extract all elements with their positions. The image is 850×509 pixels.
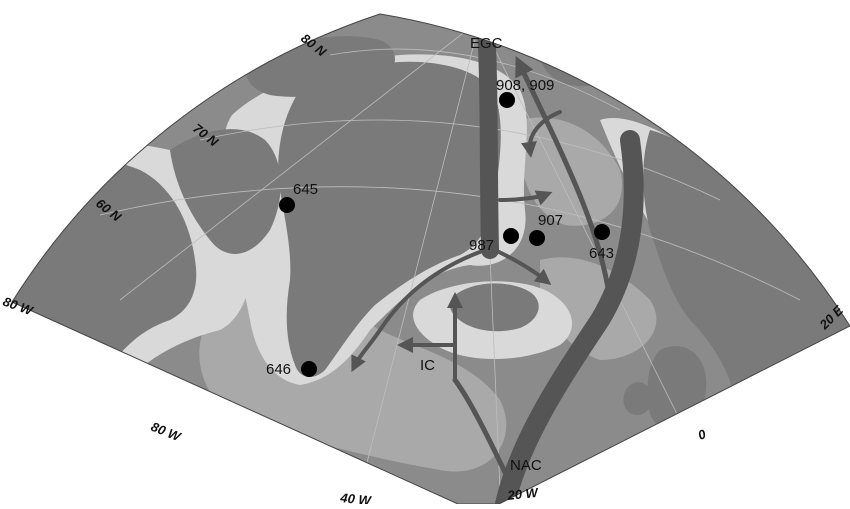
site-label-908-909: 908, 909 bbox=[496, 77, 554, 94]
egc-mid-branch bbox=[498, 190, 553, 206]
land-ireland bbox=[623, 382, 652, 416]
nac-branch-1 bbox=[515, 55, 613, 303]
parallel-80n bbox=[329, 48, 621, 111]
land-baffin bbox=[170, 129, 281, 254]
lon-label-40w: 40 W bbox=[339, 490, 373, 504]
parallel-70n bbox=[199, 119, 721, 201]
egc-south-flow bbox=[351, 248, 487, 373]
site-marker-907 bbox=[529, 230, 545, 246]
ic-flow-main bbox=[452, 377, 523, 504]
site-marker-643 bbox=[594, 224, 610, 240]
land-british-isles bbox=[647, 346, 707, 433]
current-label-egc: EGC bbox=[470, 35, 503, 52]
fram-strait-loop bbox=[521, 110, 562, 158]
current-label-ic: IC bbox=[420, 357, 435, 374]
site-marker-646 bbox=[301, 361, 317, 377]
current-label-nac: NAC bbox=[510, 457, 542, 474]
site-label-907: 907 bbox=[538, 212, 563, 229]
site-label-646: 646 bbox=[266, 361, 291, 378]
meridian-40w bbox=[359, 19, 481, 491]
nac-flow-band bbox=[495, 130, 644, 504]
site-label-645: 645 bbox=[293, 181, 318, 198]
site-marker-645 bbox=[279, 197, 295, 213]
land-iceland bbox=[449, 283, 539, 332]
site-marker-908-909 bbox=[499, 92, 515, 108]
drill-sites: 908, 909 645 907 987 643 646 bbox=[266, 77, 614, 378]
site-label-987: 987 bbox=[469, 237, 494, 254]
egc-east-branch bbox=[493, 248, 552, 285]
meridian-0 bbox=[479, 19, 681, 421]
meridian-80w bbox=[119, 19, 481, 301]
land-greenland bbox=[278, 61, 501, 377]
lon-label-20w: 20 W bbox=[506, 485, 540, 503]
site-marker-987 bbox=[503, 228, 519, 244]
site-label-643: 643 bbox=[589, 245, 614, 262]
lon-label-80w-bottom: 80 W bbox=[149, 419, 184, 445]
parallel-60n bbox=[99, 186, 801, 301]
lon-label-0: 0 bbox=[696, 426, 709, 443]
